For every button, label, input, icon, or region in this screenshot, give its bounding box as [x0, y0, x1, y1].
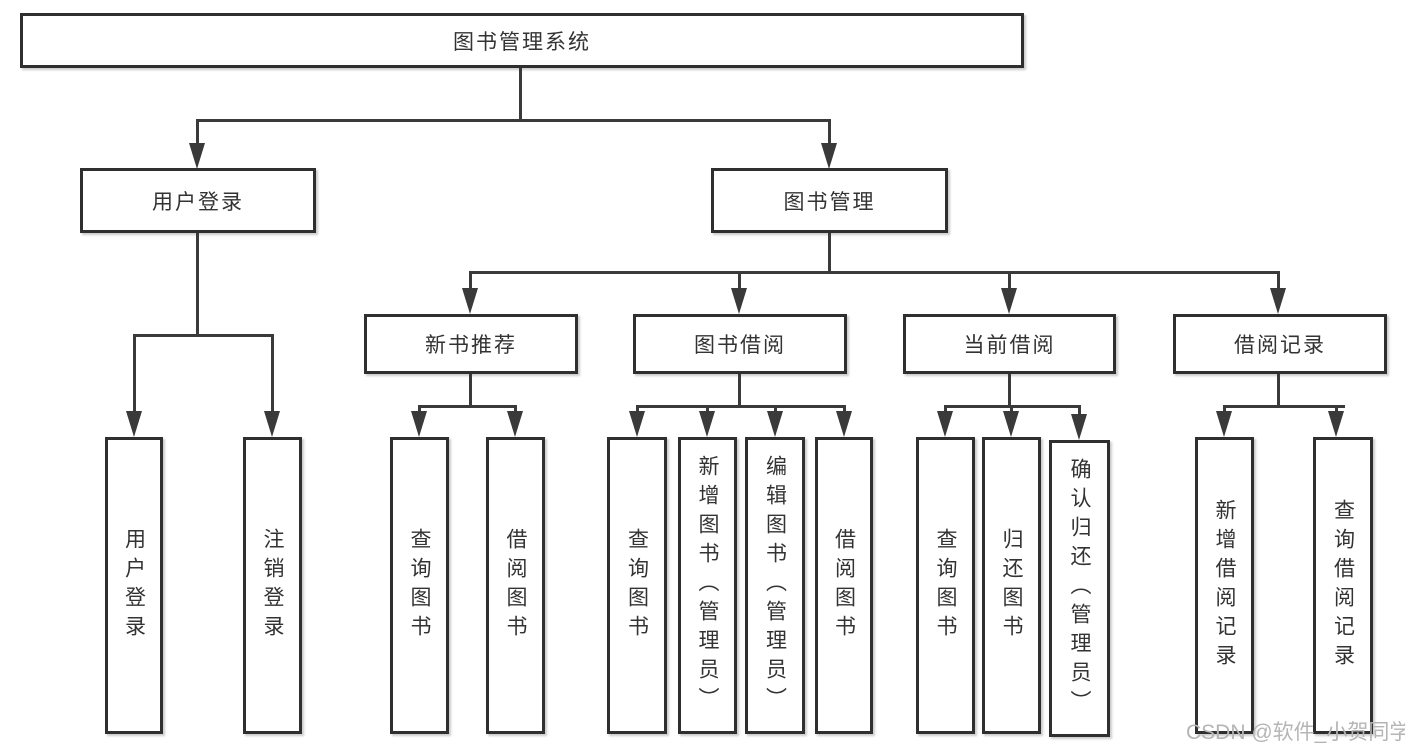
arrowhead-down-icon [629, 411, 645, 437]
arrowhead-down-icon [1003, 411, 1019, 437]
root-box-library-system: 图书管理系统 [20, 13, 1024, 68]
connector-line [418, 405, 517, 408]
leaf-box-query-books-2: 查询图书 [607, 437, 667, 734]
connector-line [1277, 271, 1280, 291]
connector-line [1008, 374, 1011, 408]
connector-line [636, 405, 846, 408]
arrowhead-down-icon [767, 411, 783, 437]
connector-line [196, 233, 199, 337]
arrowhead-down-icon [507, 411, 523, 437]
connector-line [828, 233, 831, 274]
connector-line [271, 334, 274, 412]
leaf-box-query-borrow-record: 查询借阅记录 [1313, 437, 1373, 734]
connector-line [738, 271, 741, 291]
arrowhead-down-icon [1001, 288, 1017, 314]
connector-line [196, 119, 831, 122]
connector-line [196, 119, 199, 149]
group-box-new-book-recommend: 新书推荐 [364, 314, 578, 374]
leaf-box-add-borrow-record: 新增借阅记录 [1195, 437, 1254, 734]
arrowhead-down-icon [699, 411, 715, 437]
arrowhead-down-icon [126, 411, 142, 437]
arrowhead-down-icon [1071, 414, 1087, 440]
arrowhead-down-icon [264, 411, 280, 437]
arrowhead-down-icon [1270, 288, 1286, 314]
leaf-box-return-books: 归还图书 [982, 437, 1041, 734]
arrowhead-down-icon [1328, 411, 1344, 437]
leaf-box-query-books-3: 查询图书 [916, 437, 975, 734]
connector-line [1223, 405, 1345, 408]
arrowhead-down-icon [1216, 411, 1232, 437]
connector-line [1008, 271, 1011, 291]
arrowhead-down-icon [821, 143, 837, 169]
watermark: CSDN @软件_小贺同学 [1186, 721, 1405, 744]
connector-line [469, 271, 472, 291]
connector-line [469, 271, 1279, 274]
arrowhead-down-icon [189, 143, 205, 169]
connector-line [469, 374, 472, 408]
leaf-box-edit-book-admin: 编辑图书（管理员） [745, 437, 805, 734]
group-box-borrow-records: 借阅记录 [1173, 314, 1387, 374]
connector-line [1277, 374, 1280, 408]
branch-box-user-login: 用户登录 [80, 168, 316, 233]
connector-line [828, 119, 831, 149]
leaf-box-borrow-books: 借阅图书 [486, 437, 545, 734]
arrowhead-down-icon [462, 288, 478, 314]
connector-line [1078, 405, 1081, 419]
arrowhead-down-icon [937, 411, 953, 437]
leaf-box-query-books: 查询图书 [390, 437, 449, 734]
leaf-box-borrow-books-2: 借阅图书 [815, 437, 873, 734]
group-box-book-borrow: 图书借阅 [633, 314, 847, 374]
arrowhead-down-icon [836, 411, 852, 437]
connector-line [519, 68, 522, 121]
leaf-box-confirm-return-admin: 确认归还（管理员） [1049, 440, 1110, 737]
leaf-box-user-login: 用户登录 [105, 437, 163, 734]
group-box-current-borrow: 当前借阅 [903, 314, 1116, 374]
connector-line [133, 334, 274, 337]
arrowhead-down-icon [731, 288, 747, 314]
leaf-box-logout: 注销登录 [243, 437, 302, 734]
arrowhead-down-icon [411, 411, 427, 437]
connector-line [738, 374, 741, 408]
branch-box-book-management: 图书管理 [711, 168, 948, 233]
leaf-box-add-book-admin: 新增图书（管理员） [678, 437, 737, 734]
connector-line [133, 334, 136, 412]
